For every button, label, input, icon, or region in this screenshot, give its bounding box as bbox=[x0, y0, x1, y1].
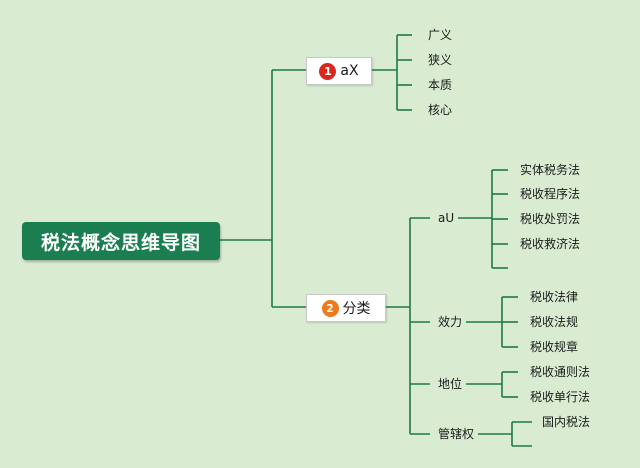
leaf-node[interactable]: 税收处罚法 bbox=[520, 212, 581, 226]
leaf-node[interactable]: 税收单行法 bbox=[530, 390, 591, 404]
leaf-node[interactable]: 国内税法 bbox=[542, 415, 591, 429]
root-label: 税法概念思维导图 bbox=[40, 231, 201, 254]
group-node[interactable]: 管辖权 bbox=[438, 427, 475, 441]
leaf-node[interactable]: 税收程序法 bbox=[520, 187, 581, 201]
number-badge-2: 2 bbox=[321, 299, 339, 317]
leaf-node[interactable]: 广义 bbox=[428, 28, 453, 42]
leaf-node[interactable]: 本质 bbox=[428, 78, 453, 92]
branch-node-2[interactable]: 2 分类 bbox=[306, 294, 386, 322]
leaf-node[interactable]: 税收法律 bbox=[530, 290, 579, 304]
group-node[interactable]: 地位 bbox=[438, 377, 463, 391]
branch-node-1[interactable]: 1 aX bbox=[306, 57, 372, 85]
leaf-node[interactable]: 税收法规 bbox=[530, 315, 579, 329]
root-node[interactable]: 税法概念思维导图 bbox=[22, 222, 220, 260]
leaf-node[interactable]: 税收通则法 bbox=[530, 365, 591, 379]
branch-label-1: aX bbox=[340, 63, 359, 79]
number-badge-1: 1 bbox=[319, 62, 337, 80]
leaf-node[interactable]: 核心 bbox=[428, 103, 453, 117]
group-node[interactable]: 效力 bbox=[438, 315, 463, 329]
leaf-node[interactable]: 税收规章 bbox=[530, 340, 579, 354]
leaf-node[interactable]: 实体税务法 bbox=[520, 163, 581, 177]
group-node[interactable]: aU bbox=[438, 211, 455, 225]
leaf-node[interactable]: 狭义 bbox=[428, 53, 453, 67]
leaf-node[interactable]: 税收救济法 bbox=[520, 237, 581, 251]
branch-label-2: 分类 bbox=[342, 301, 371, 317]
